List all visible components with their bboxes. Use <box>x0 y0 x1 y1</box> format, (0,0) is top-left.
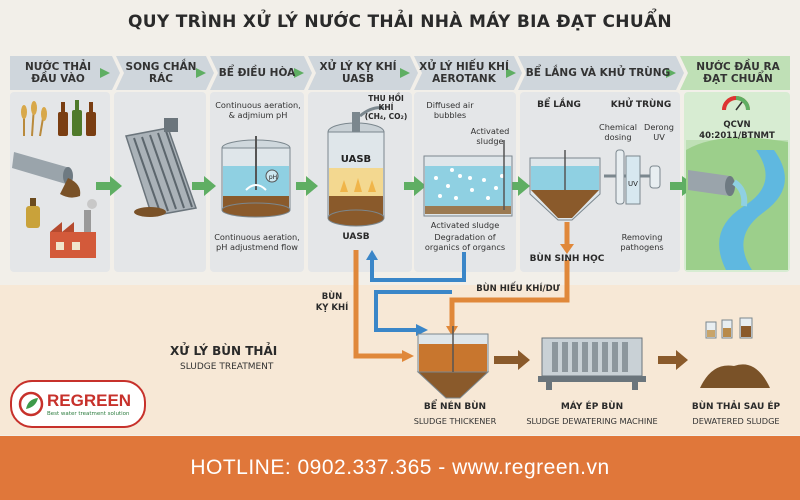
disinfection-unit-icon <box>604 149 661 205</box>
aerotank-icon <box>423 140 513 217</box>
beer-bottles-icon <box>58 100 96 136</box>
sludge-heading: XỬ LÝ BÙN THẢI <box>170 344 278 358</box>
output-standard-label: QCVN 40:2011/BTNMT <box>699 120 775 141</box>
footer-bar: HOTLINE: 0902.337.365 - www.regreen.vn <box>0 436 800 500</box>
uasb-tank-icon <box>327 106 385 227</box>
press-title: MÁY ÉP BÙN <box>560 402 624 412</box>
page-title: QUY TRÌNH XỬ LÝ NƯỚC THẢI NHÀ MÁY BIA ĐẠ… <box>128 12 672 32</box>
uv-label: UV <box>628 180 638 188</box>
press-sub: SLUDGE DEWATERING MACHINE <box>526 416 658 426</box>
cake-title: BÙN THẢI SAU ÉP <box>691 402 781 412</box>
equalization-bottom-label: Continuous aeration, pH adjustmend flow <box>214 232 300 252</box>
bottle-icon <box>26 198 40 228</box>
degradation-label: Degradation of organics of organcs <box>424 232 506 252</box>
disinfection-title: KHỬ TRÙNG <box>610 100 672 110</box>
settling-tank-icon <box>529 150 601 221</box>
logo-tagline: Best water treatment solution <box>47 411 130 417</box>
sludge-cake-icon <box>700 317 770 388</box>
factory-icon <box>50 199 97 258</box>
bar-screen-icon <box>125 118 197 217</box>
stage-head-equalization: BỂ ĐIỀU HÒA <box>218 67 296 79</box>
leaf-icon <box>18 391 44 417</box>
equalization-top-label: Continuous aeration, & adjmium pH <box>215 100 301 120</box>
regreen-logo: REGREEN Best water treatment solution <box>10 380 146 428</box>
hotline-text: HOTLINE: 0902.337.365 - www.regreen.vn <box>190 456 610 479</box>
uasb-tank-label: UASB <box>341 154 371 165</box>
diffused-air-label: Diffused air bubbles <box>426 100 474 120</box>
process-illustration: pH UASB <box>12 96 788 399</box>
ph-label: pH <box>269 174 277 181</box>
sludge-thickener-icon <box>416 326 490 399</box>
filter-press-icon <box>538 337 646 390</box>
logo-name: REGREEN <box>47 391 132 410</box>
activated-sludge-top-label: Activated sludge <box>470 126 510 146</box>
gauge-icon <box>722 96 750 111</box>
river-landscape-icon <box>686 137 788 270</box>
chemical-dosing-label: Chemical dosing <box>599 122 637 142</box>
settling-title: BỂ LẮNG <box>537 100 581 110</box>
sludge-subheading: SLUDGE TREATMENT <box>180 362 274 372</box>
activated-sludge-bottom-label: Activated sludge <box>430 220 500 230</box>
stage-head-settling: BỂ LẮNG VÀ KHỬ TRÙNG <box>525 67 671 79</box>
inlet-pipe-icon <box>12 152 81 198</box>
aerobic-excess-label: BÙN HIẾU KHÍ/DƯ <box>476 284 560 294</box>
thickener-sub: SLUDGE THICKENER <box>413 416 497 426</box>
bio-sludge-label: BÙN SINH HỌC <box>529 254 605 264</box>
uasb-bottom-label: UASB <box>342 232 370 242</box>
cake-sub: DEWATERED SLUDGE <box>692 416 780 426</box>
derong-uv-label: Derong UV <box>644 122 674 142</box>
equalization-tank-icon <box>221 136 291 218</box>
removing-pathogens-label: Removing pathogens <box>620 232 664 252</box>
thickener-title: BỂ NÉN BÙN <box>423 402 487 412</box>
wheat-icon <box>21 101 47 137</box>
stage-banner <box>10 56 790 90</box>
